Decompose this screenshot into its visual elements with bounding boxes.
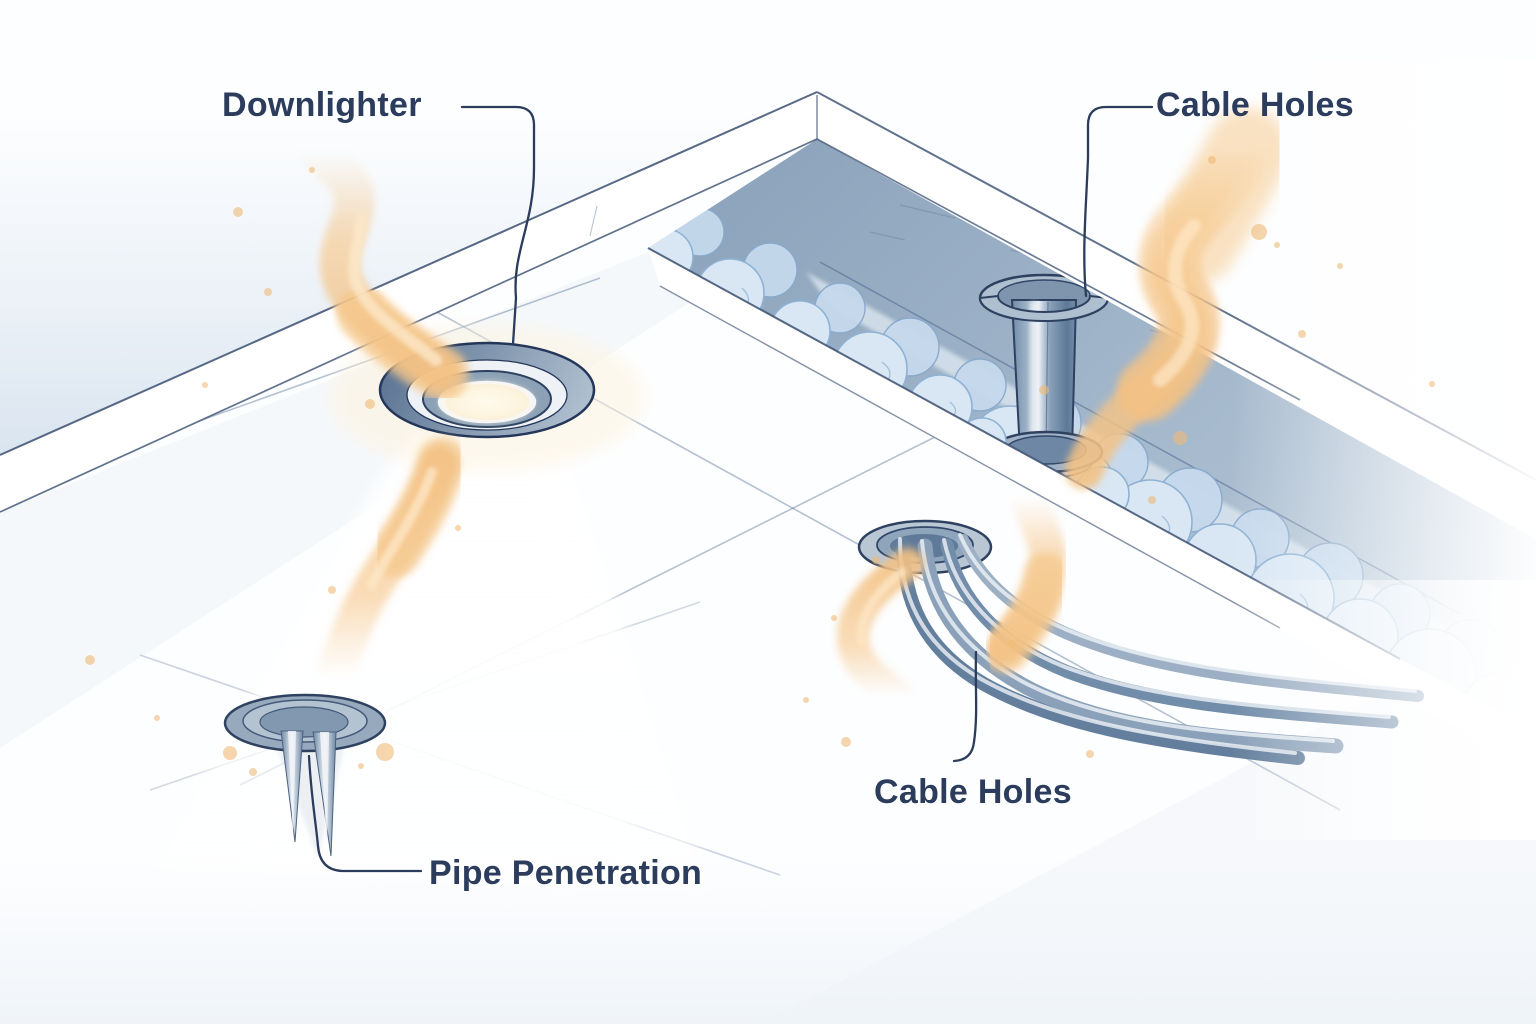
band-seam-tick xyxy=(589,205,598,237)
pipe-penetration-fixture xyxy=(223,693,387,858)
smoke-beam-highlight xyxy=(367,467,437,589)
leader-pipe-penetration xyxy=(307,754,423,873)
smoke-void-pipe-top xyxy=(1154,108,1290,284)
leader-cable-holes-top xyxy=(1083,105,1154,298)
smoke-downlighter-up-highlight xyxy=(348,214,442,366)
downlighter-glow-soft xyxy=(441,382,533,422)
label-cable-holes-bottom: Cable Holes xyxy=(874,773,1072,811)
leader-cable-holes-bottom xyxy=(952,650,978,763)
pipe-spike-right-highlight xyxy=(320,732,329,850)
band-lower-inner-edge xyxy=(659,285,1281,629)
pipe-seam xyxy=(1045,301,1049,451)
band-right-inner-edge xyxy=(816,138,1301,401)
smoke-cables-right xyxy=(986,478,1067,666)
band-left-outer-edge xyxy=(0,91,818,456)
bottom-wash xyxy=(0,850,1536,1024)
band-left xyxy=(0,92,817,512)
smoke-wisps xyxy=(298,108,1290,712)
pipe-penetration-hole xyxy=(259,706,349,738)
smoke-cables-left-highlight xyxy=(856,567,907,647)
leader-lines xyxy=(307,105,1154,873)
label-pipe-penetration: Pipe Penetration xyxy=(429,854,703,892)
light-beam-core xyxy=(242,432,644,882)
label-cable-holes-top: Cable Holes xyxy=(1156,86,1354,124)
pipe-tube xyxy=(1010,299,1078,453)
pipe-highlight xyxy=(1030,302,1039,450)
smoke-downlighter-up xyxy=(298,132,460,392)
smoke-speckles xyxy=(85,156,1435,776)
pipe-spike-left-highlight xyxy=(288,731,296,838)
smoke-void-pipe-highlight xyxy=(1153,219,1201,387)
label-downlighter: Downlighter xyxy=(222,86,422,124)
leader-downlighter xyxy=(460,105,536,346)
cable-tail-fade xyxy=(1230,580,1536,840)
